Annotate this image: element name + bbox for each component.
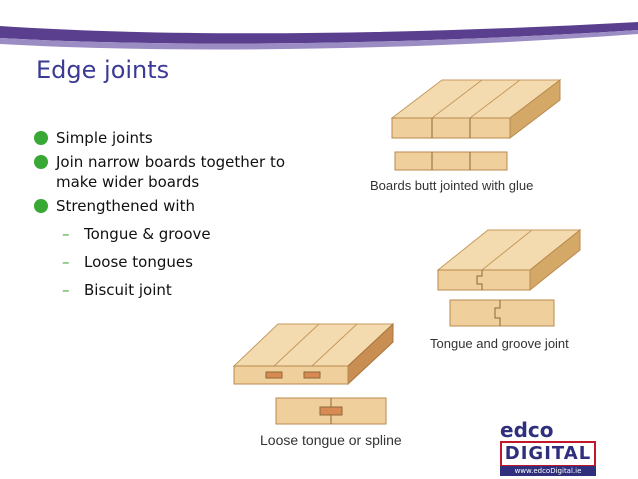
logo-edco-text: edco <box>500 418 554 442</box>
loose-tongue-caption: Loose tongue or spline <box>260 432 402 448</box>
slide-title: Edge joints <box>36 56 170 84</box>
sub-bullet-item: –Loose tongues <box>62 253 193 271</box>
logo-url: www.edcoDigital.ie <box>500 466 596 476</box>
bullet-item: Simple joints <box>32 128 332 148</box>
dash-icon: – <box>62 281 70 299</box>
bullet-dot-icon <box>34 131 48 145</box>
logo-digital-text: DIGITAL <box>500 441 596 467</box>
header-swoosh <box>0 22 638 50</box>
loose-tongue-diagram <box>232 322 395 425</box>
butt-joint-caption: Boards butt jointed with glue <box>370 178 534 193</box>
tongue-groove-caption: Tongue and groove joint <box>430 336 569 351</box>
sub-bullet-item: –Biscuit joint <box>62 281 172 299</box>
bullet-dot-icon <box>34 199 48 213</box>
dash-icon: – <box>62 253 70 271</box>
bullet-list: Simple joints Join narrow boards togethe… <box>32 128 332 308</box>
edco-digital-logo: edco DIGITAL www.edcoDigital.ie <box>500 418 610 476</box>
dash-icon: – <box>62 225 70 243</box>
bullet-dot-icon <box>34 155 48 169</box>
tongue-groove-diagram <box>436 228 582 327</box>
sub-bullet-item: –Tongue & groove <box>62 225 211 243</box>
bullet-item: Join narrow boards together to make wide… <box>32 152 286 192</box>
butt-joint-diagram <box>390 78 562 171</box>
bullet-item: Strengthened with <box>32 196 332 216</box>
